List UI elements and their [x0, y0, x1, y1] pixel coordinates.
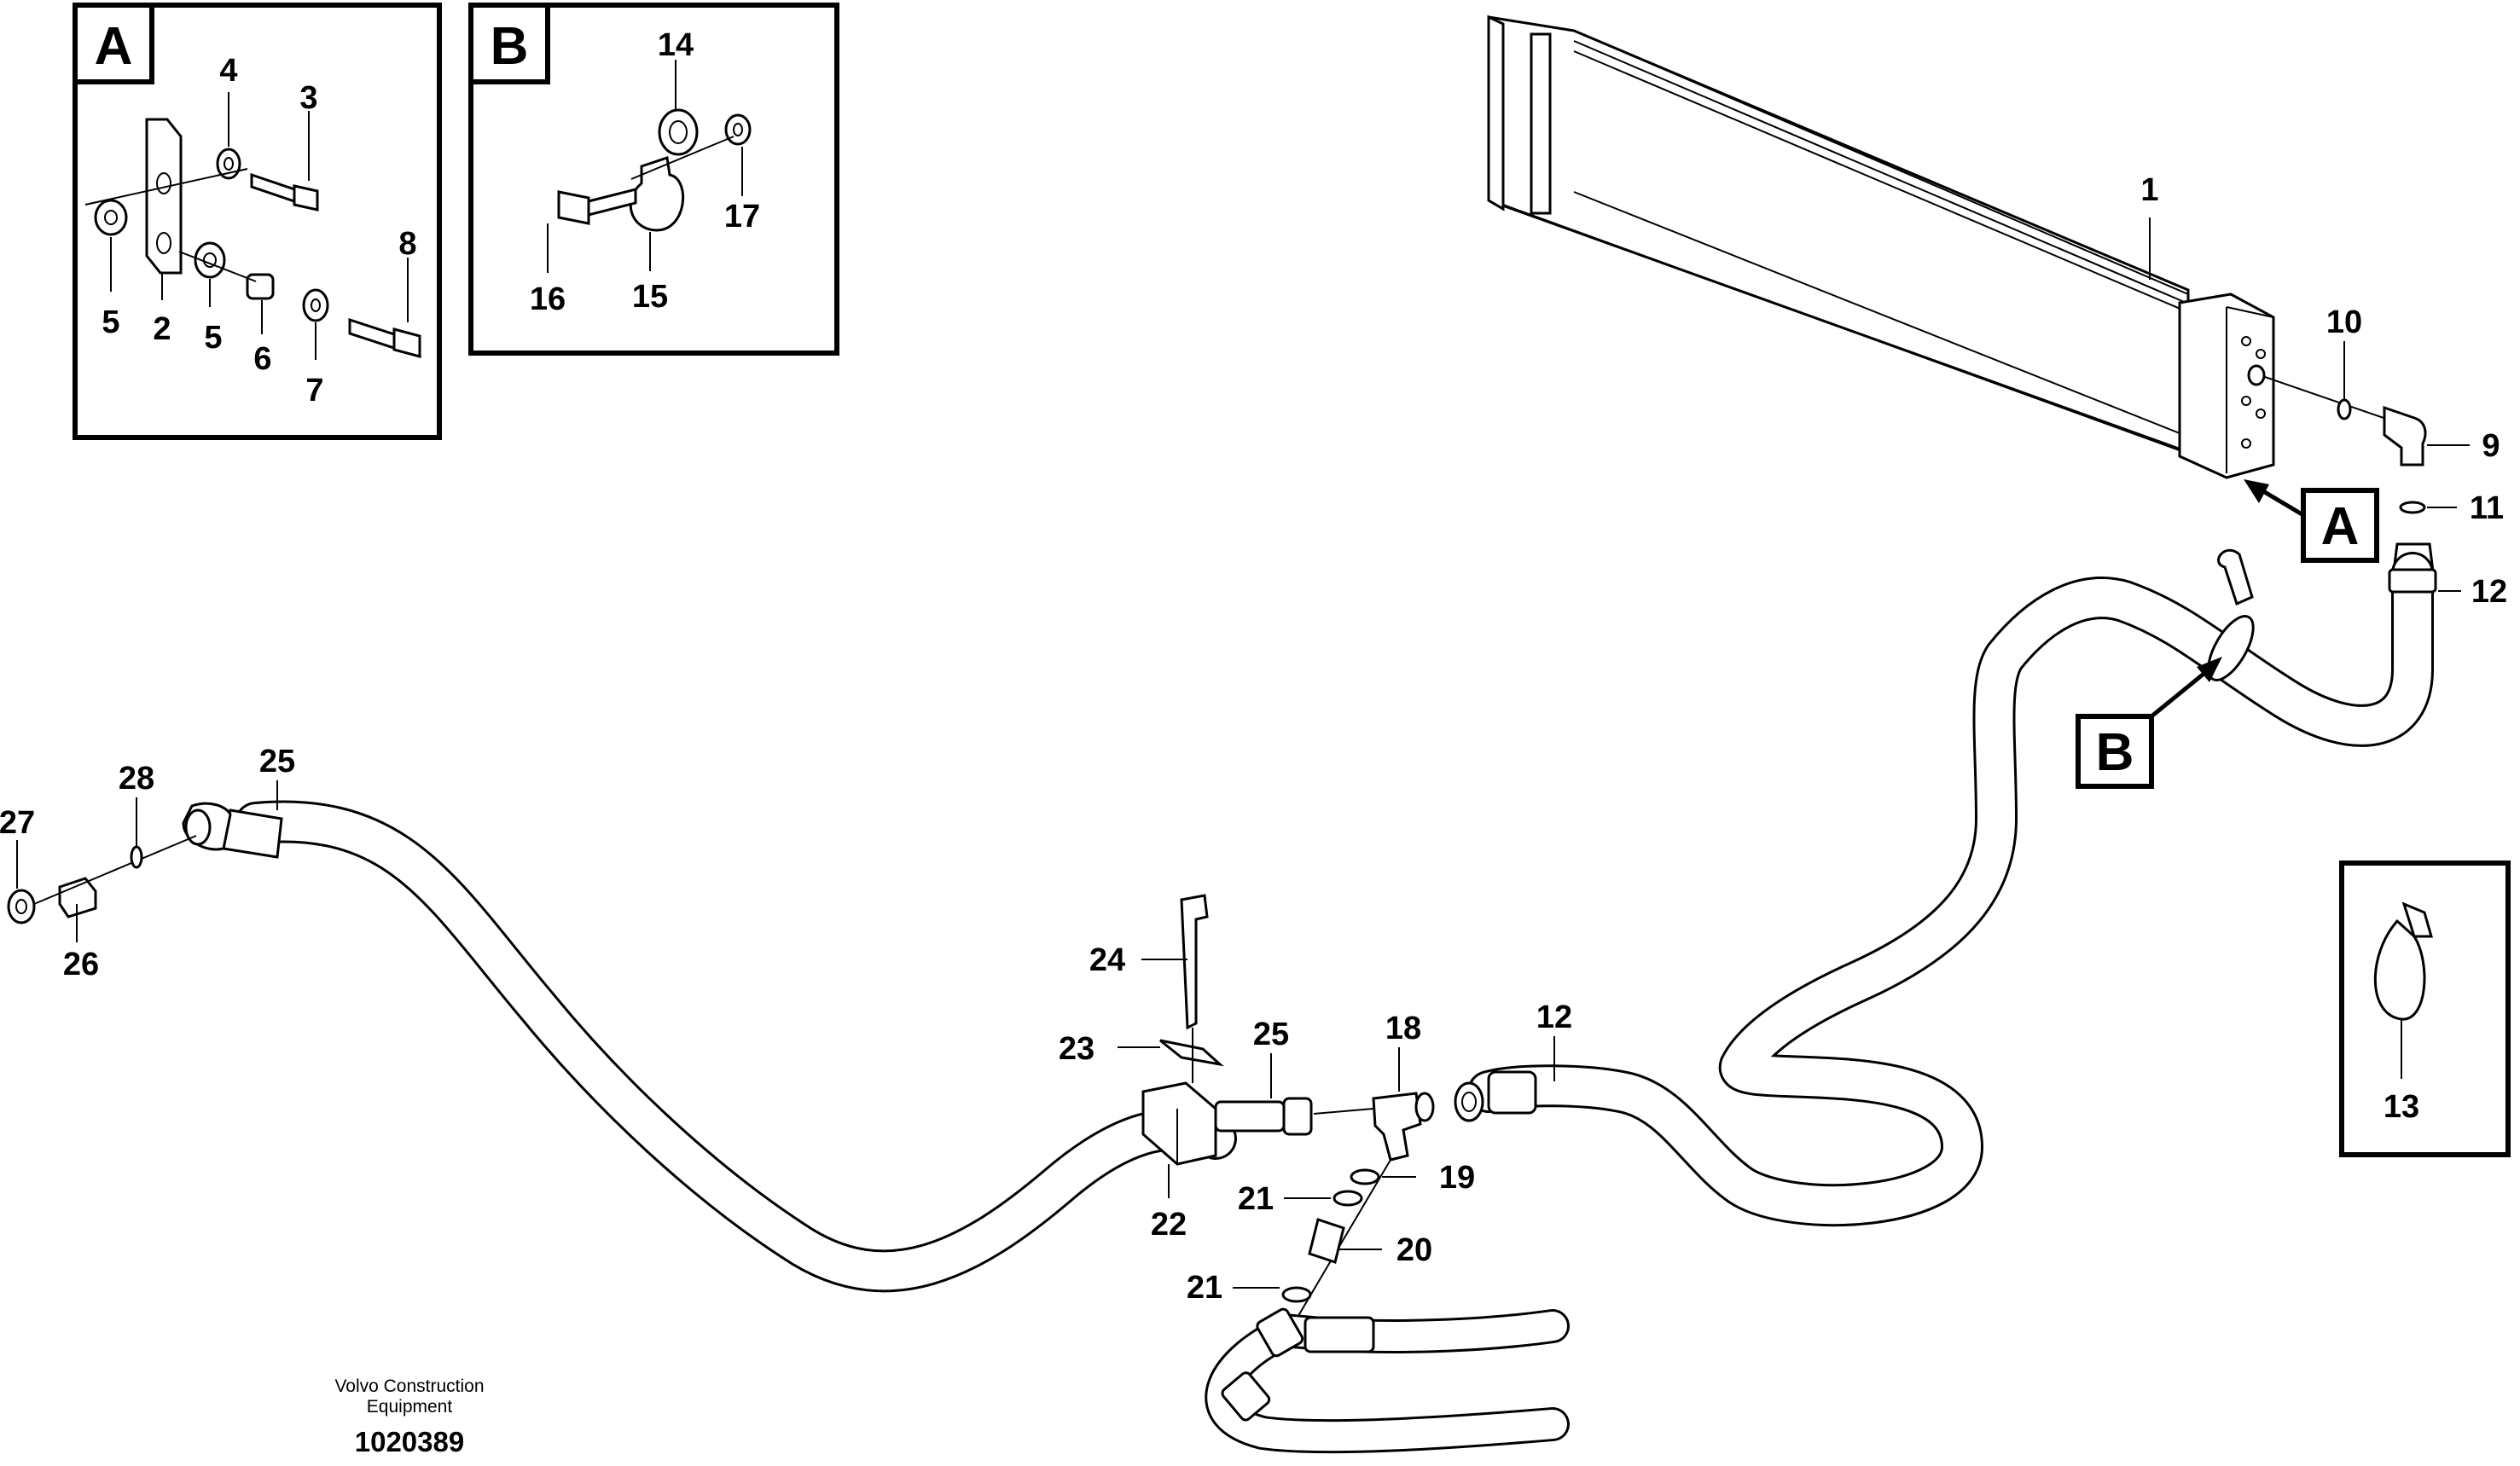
- label-21: 21: [1187, 1270, 1222, 1306]
- bracket-part: [145, 118, 183, 275]
- washer-part: [302, 288, 329, 322]
- label-21: 21: [1238, 1181, 1274, 1217]
- washer-part: [724, 113, 752, 146]
- company-line-1: Volvo Construction: [334, 1376, 484, 1396]
- washer-part: [94, 199, 128, 236]
- o-ring-part: [1281, 1286, 1312, 1303]
- bracket-plate-part: [1159, 1039, 1224, 1067]
- labels: 1 10 9 11 12 12 18 19 20 21 21 22 23 24 …: [0, 172, 2507, 1306]
- elbow-fitting-part: [2383, 405, 2427, 466]
- label-22: 22: [1151, 1207, 1187, 1243]
- drawing-number: 1020389: [355, 1426, 464, 1457]
- label-16: 16: [530, 281, 566, 317]
- label-5: 5: [204, 320, 222, 356]
- adapter-part: [1308, 1218, 1345, 1264]
- label-1: 1: [2140, 172, 2158, 208]
- o-ring-part: [130, 845, 143, 869]
- washer-part: [7, 889, 36, 924]
- plug-part: [58, 877, 97, 918]
- callout-b-letter: B: [2096, 723, 2134, 782]
- label-12: 12: [2471, 574, 2507, 610]
- label-27: 27: [0, 805, 35, 841]
- label-5: 5: [102, 304, 119, 340]
- o-ring-part: [2337, 398, 2352, 420]
- spacer-part: [246, 273, 275, 300]
- o-ring-part: [2399, 501, 2426, 514]
- bolt-part: [557, 190, 590, 225]
- label-17: 17: [724, 199, 760, 235]
- label-6: 6: [253, 341, 271, 377]
- label-18: 18: [1385, 1011, 1421, 1046]
- bolt-part: [1180, 894, 1209, 1030]
- inset-b: B 14 17 16 15: [468, 3, 839, 356]
- inset-a: A 4 3: [73, 3, 442, 440]
- callout-a: A: [2244, 479, 2379, 563]
- label-10: 10: [2326, 304, 2362, 340]
- footer: Volvo Construction Equipment 1020389: [334, 1376, 484, 1457]
- label-3: 3: [299, 80, 317, 116]
- label-25: 25: [259, 744, 295, 779]
- inset-13: 13: [2339, 860, 2511, 1157]
- label-13: 13: [2384, 1089, 2419, 1125]
- clamp-block-part: [1141, 1081, 1217, 1166]
- label-23: 23: [1059, 1031, 1095, 1067]
- inset-a-letter: A: [95, 17, 133, 76]
- label-15: 15: [632, 279, 668, 315]
- label-12: 12: [1536, 1000, 1572, 1035]
- label-20: 20: [1396, 1232, 1432, 1268]
- label-2: 2: [153, 311, 171, 347]
- washer-part: [194, 241, 226, 279]
- label-4: 4: [219, 53, 237, 89]
- company-line-2: Equipment: [367, 1397, 453, 1417]
- callout-b: B: [2076, 657, 2222, 789]
- callout-a-letter: A: [2321, 497, 2360, 556]
- clamp-part: [658, 108, 699, 156]
- label-26: 26: [63, 947, 99, 982]
- label-9: 9: [2482, 428, 2500, 464]
- hose-clamp-part: [2207, 615, 2255, 681]
- label-25: 25: [1253, 1017, 1289, 1052]
- o-ring-part: [1350, 1168, 1380, 1185]
- label-7: 7: [305, 373, 323, 409]
- label-24: 24: [1089, 942, 1125, 978]
- o-ring-part: [1333, 1190, 1363, 1207]
- label-11: 11: [2470, 490, 2504, 526]
- label-19: 19: [1439, 1160, 1475, 1196]
- inset-b-letter: B: [491, 17, 529, 76]
- tee-fitting-part: [1372, 1092, 1422, 1162]
- label-14: 14: [658, 27, 694, 63]
- label-8: 8: [398, 226, 416, 262]
- oil-cooler: [1487, 14, 2275, 479]
- label-28: 28: [119, 761, 154, 797]
